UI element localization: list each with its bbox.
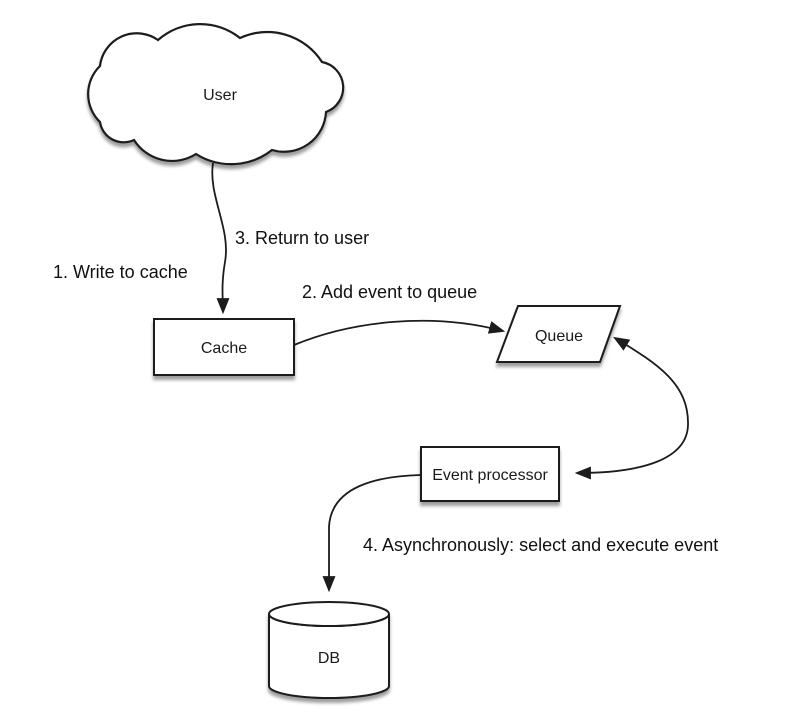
- queue-node: Queue: [495, 305, 622, 363]
- edge-labels: 1. Write to cache 2. Add event to queue …: [53, 228, 718, 555]
- user-node: User: [87, 23, 345, 166]
- event-processor-node-label: Event processor: [432, 467, 548, 484]
- queue-parallelogram: [495, 305, 622, 363]
- queue-node-label: Queue: [535, 328, 583, 345]
- edge-label-write-to-cache: 1. Write to cache: [53, 262, 188, 282]
- connectors: [211, 162, 689, 593]
- arrow-user-to-cache: [211, 162, 230, 315]
- db-node-label: DB: [318, 650, 340, 667]
- edge-label-add-event-to-queue: 2. Add event to queue: [302, 282, 477, 302]
- edge-label-async-select-execute: 4. Asynchronously: select and execute ev…: [363, 535, 718, 555]
- event-processor-node: Event processor: [420, 446, 560, 502]
- db-node: DB: [268, 601, 390, 699]
- user-node-label: User: [203, 87, 237, 104]
- arrow-queue-event-processor: [574, 336, 689, 480]
- edge-label-return-to-user: 3. Return to user: [235, 228, 369, 248]
- arrow-event-processor-to-db: [322, 474, 422, 593]
- event-processor-box: [420, 446, 560, 502]
- db-cylinder-top: [268, 601, 390, 627]
- cache-node: Cache: [153, 318, 295, 376]
- arrow-cache-to-queue: [293, 319, 506, 346]
- cache-node-label: Cache: [201, 340, 247, 357]
- cloud-icon: [87, 23, 345, 166]
- cache-box: [153, 318, 295, 376]
